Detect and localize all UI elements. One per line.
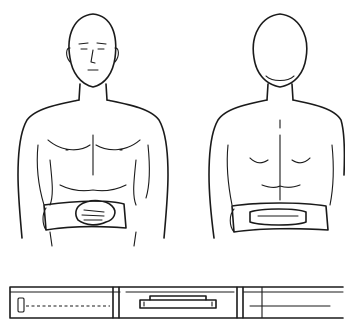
front-eyebrows — [79, 43, 106, 44]
front-nose — [91, 50, 95, 63]
belt-strip-clip — [18, 298, 24, 312]
back-right-inner-arm — [330, 145, 333, 205]
back-left-inner-arm — [227, 145, 232, 205]
front-fingers — [82, 210, 104, 220]
front-abdomen — [60, 185, 126, 191]
belt-strip — [10, 287, 343, 318]
back-belt-handle — [250, 209, 306, 225]
front-right-shoulder-arm — [107, 100, 168, 238]
front-chest — [48, 140, 140, 150]
belt-strip-separator-2 — [237, 287, 243, 318]
belt-strip-handle — [140, 300, 216, 308]
back-right-shoulder-arm — [293, 100, 344, 175]
front-lower-torso — [50, 232, 136, 246]
back-view-figure — [209, 14, 344, 238]
front-left-inner-arm — [37, 145, 44, 205]
back-left-shoulder-arm — [209, 100, 267, 238]
belt-strip-handle-knobs — [144, 302, 212, 306]
front-right-inner-arm — [146, 145, 149, 198]
front-left-shoulder-arm — [18, 100, 79, 238]
back-hairline — [266, 76, 294, 81]
back-right-shoulder-blade — [292, 158, 310, 163]
back-head — [253, 14, 307, 87]
front-hands — [76, 201, 115, 225]
back-lower-back — [262, 185, 300, 187]
back-belt — [232, 203, 328, 232]
front-view-figure — [18, 14, 168, 246]
back-left-shoulder-blade — [250, 158, 268, 163]
